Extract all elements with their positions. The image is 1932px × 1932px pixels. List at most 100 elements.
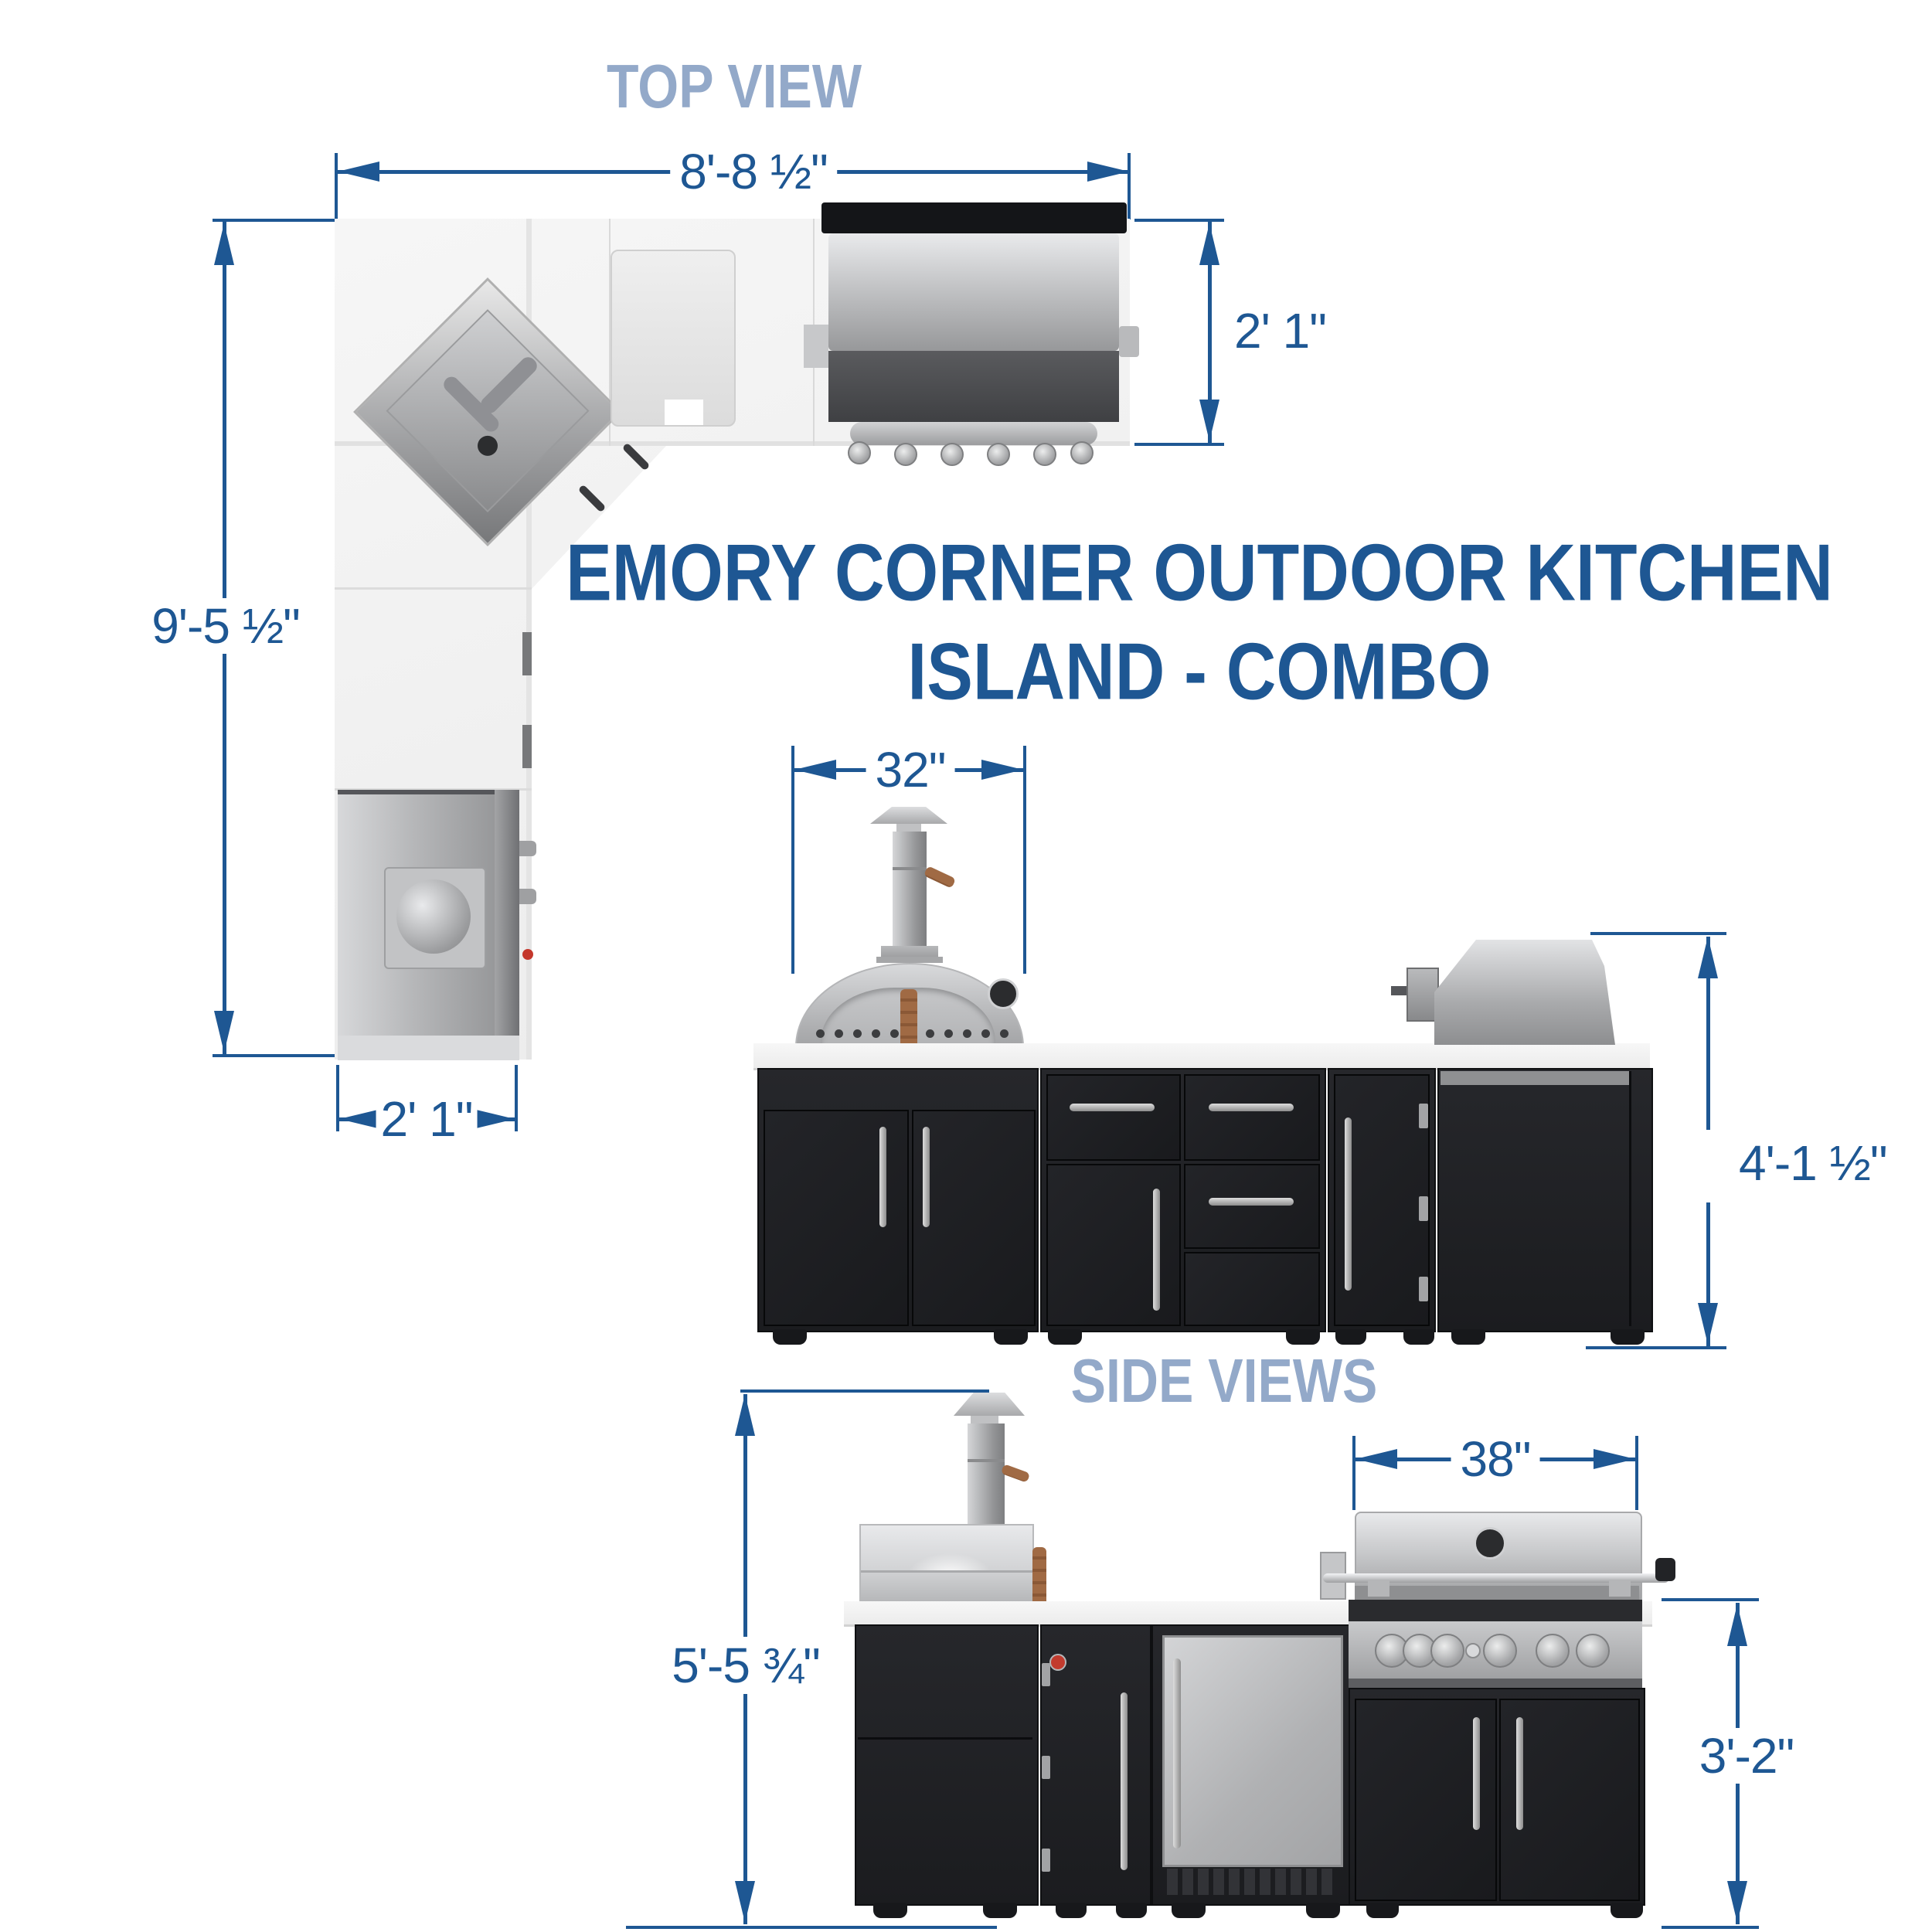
dimension-label: 2' 1" xyxy=(376,1091,478,1147)
drawer xyxy=(1184,1164,1320,1249)
oven-door-handle xyxy=(900,989,917,1051)
extent-line xyxy=(1134,219,1224,222)
door-handle xyxy=(1153,1189,1160,1311)
rod-support xyxy=(1368,1580,1389,1597)
top-view-title: TOP VIEW xyxy=(606,52,862,121)
dimension-label: 4'-1 ½" xyxy=(1730,1135,1896,1191)
grill-knob xyxy=(1033,443,1056,466)
chimney-cap xyxy=(954,1393,1025,1416)
fridge-vent xyxy=(1167,1869,1334,1895)
panel-lip xyxy=(1349,1679,1642,1688)
rotisserie-knob xyxy=(1655,1558,1675,1581)
extent-line xyxy=(1586,1346,1726,1349)
extent-line xyxy=(335,153,338,219)
arrow-left-icon xyxy=(794,760,836,780)
fridge-module xyxy=(1151,1624,1352,1906)
kamado-side xyxy=(495,790,519,1036)
leveling-foot xyxy=(1611,1903,1643,1918)
extent-line xyxy=(1023,746,1026,974)
counter-seam xyxy=(609,219,611,446)
arrow-down-icon xyxy=(735,1881,755,1923)
door-handle xyxy=(879,1127,886,1227)
kamado-top-view xyxy=(338,790,536,1060)
grill-knob xyxy=(1430,1634,1464,1668)
cabinet-door xyxy=(764,1110,909,1326)
flue-box xyxy=(881,946,938,960)
dimension-label: 8'-8 ½" xyxy=(670,144,837,199)
door-handle xyxy=(1121,1692,1128,1870)
damper-handle xyxy=(1000,1464,1031,1483)
leveling-foot xyxy=(773,1329,807,1345)
grill-top-view xyxy=(804,202,1144,473)
arrow-right-icon xyxy=(1087,162,1129,182)
arrow-right-icon xyxy=(981,760,1023,780)
cart-seam xyxy=(1629,1071,1631,1326)
drawer xyxy=(1046,1074,1181,1161)
vent-hole xyxy=(835,1029,843,1038)
grill-knob xyxy=(1070,441,1094,464)
extent-line xyxy=(336,1065,339,1131)
drawer-handle xyxy=(1070,1104,1155,1111)
extent-line xyxy=(1662,1598,1759,1601)
arrow-down-icon xyxy=(1727,1881,1747,1923)
grill-knob xyxy=(940,443,964,466)
grill-hood-top xyxy=(828,233,1119,351)
grill-knob xyxy=(987,443,1010,466)
counter-edge xyxy=(335,441,1130,446)
hinge xyxy=(1042,1756,1050,1779)
arrow-right-icon xyxy=(1594,1449,1635,1469)
vent-hole xyxy=(981,1029,990,1038)
grate-band xyxy=(1349,1600,1642,1621)
hinge xyxy=(1419,1104,1428,1128)
grill-knob xyxy=(1483,1634,1517,1668)
cabinet-door xyxy=(912,1110,1036,1326)
dimension-label: 9'-5 ½" xyxy=(142,598,309,654)
door-handle xyxy=(923,1127,930,1227)
vent-hole xyxy=(963,1029,971,1038)
arrow-left-icon xyxy=(338,162,379,182)
product-title-line1: EMORY CORNER OUTDOOR KITCHEN xyxy=(566,528,1833,618)
arrow-left-icon xyxy=(1355,1449,1397,1469)
drawer-handle xyxy=(1209,1104,1294,1111)
pizza-peel-handle xyxy=(1032,1547,1046,1606)
leveling-foot xyxy=(1403,1329,1434,1345)
arrow-up-icon xyxy=(1199,223,1219,265)
burner-knob-red xyxy=(1049,1654,1066,1671)
front-countertop xyxy=(753,1043,1650,1070)
kamado-indicator xyxy=(522,949,533,960)
door-handle xyxy=(1473,1717,1480,1830)
cabinet-panel xyxy=(1184,1252,1320,1326)
cabinet-door xyxy=(1046,1164,1181,1326)
dimension-line xyxy=(1208,222,1212,443)
grill-hood-profile xyxy=(1434,940,1615,1045)
oven-thermometer xyxy=(988,978,1019,1009)
kamado-hinge xyxy=(519,889,536,904)
arrow-down-icon xyxy=(214,1011,234,1053)
arrow-down-icon xyxy=(1698,1303,1718,1345)
extent-line xyxy=(1134,443,1224,446)
arrow-down-icon xyxy=(1199,400,1219,441)
grill-knob xyxy=(894,443,917,466)
leveling-foot xyxy=(1611,1329,1645,1345)
oven-seam xyxy=(861,1570,1032,1573)
arrow-up-icon xyxy=(1727,1604,1747,1646)
oven-cabinet-side xyxy=(855,1624,1039,1906)
leveling-foot xyxy=(1451,1329,1485,1345)
counter-seam xyxy=(335,788,532,791)
fridge-door xyxy=(1162,1635,1343,1867)
dimension-line xyxy=(743,1694,747,1924)
extent-line xyxy=(1635,1436,1638,1510)
chimney-pipe xyxy=(893,832,927,946)
dimension-label: 2' 1" xyxy=(1225,303,1335,359)
grill-cart-module xyxy=(1437,1068,1653,1332)
grill-side-knob xyxy=(1119,326,1139,357)
arrow-right-icon xyxy=(473,1109,515,1129)
dimension-label: 38" xyxy=(1451,1431,1540,1487)
leveling-foot xyxy=(1116,1903,1147,1918)
grill-knob xyxy=(848,441,871,464)
cutting-board-top-view xyxy=(611,250,736,427)
hinge xyxy=(1419,1277,1428,1301)
grill-front-top xyxy=(828,351,1119,422)
hinge xyxy=(1042,1849,1050,1872)
